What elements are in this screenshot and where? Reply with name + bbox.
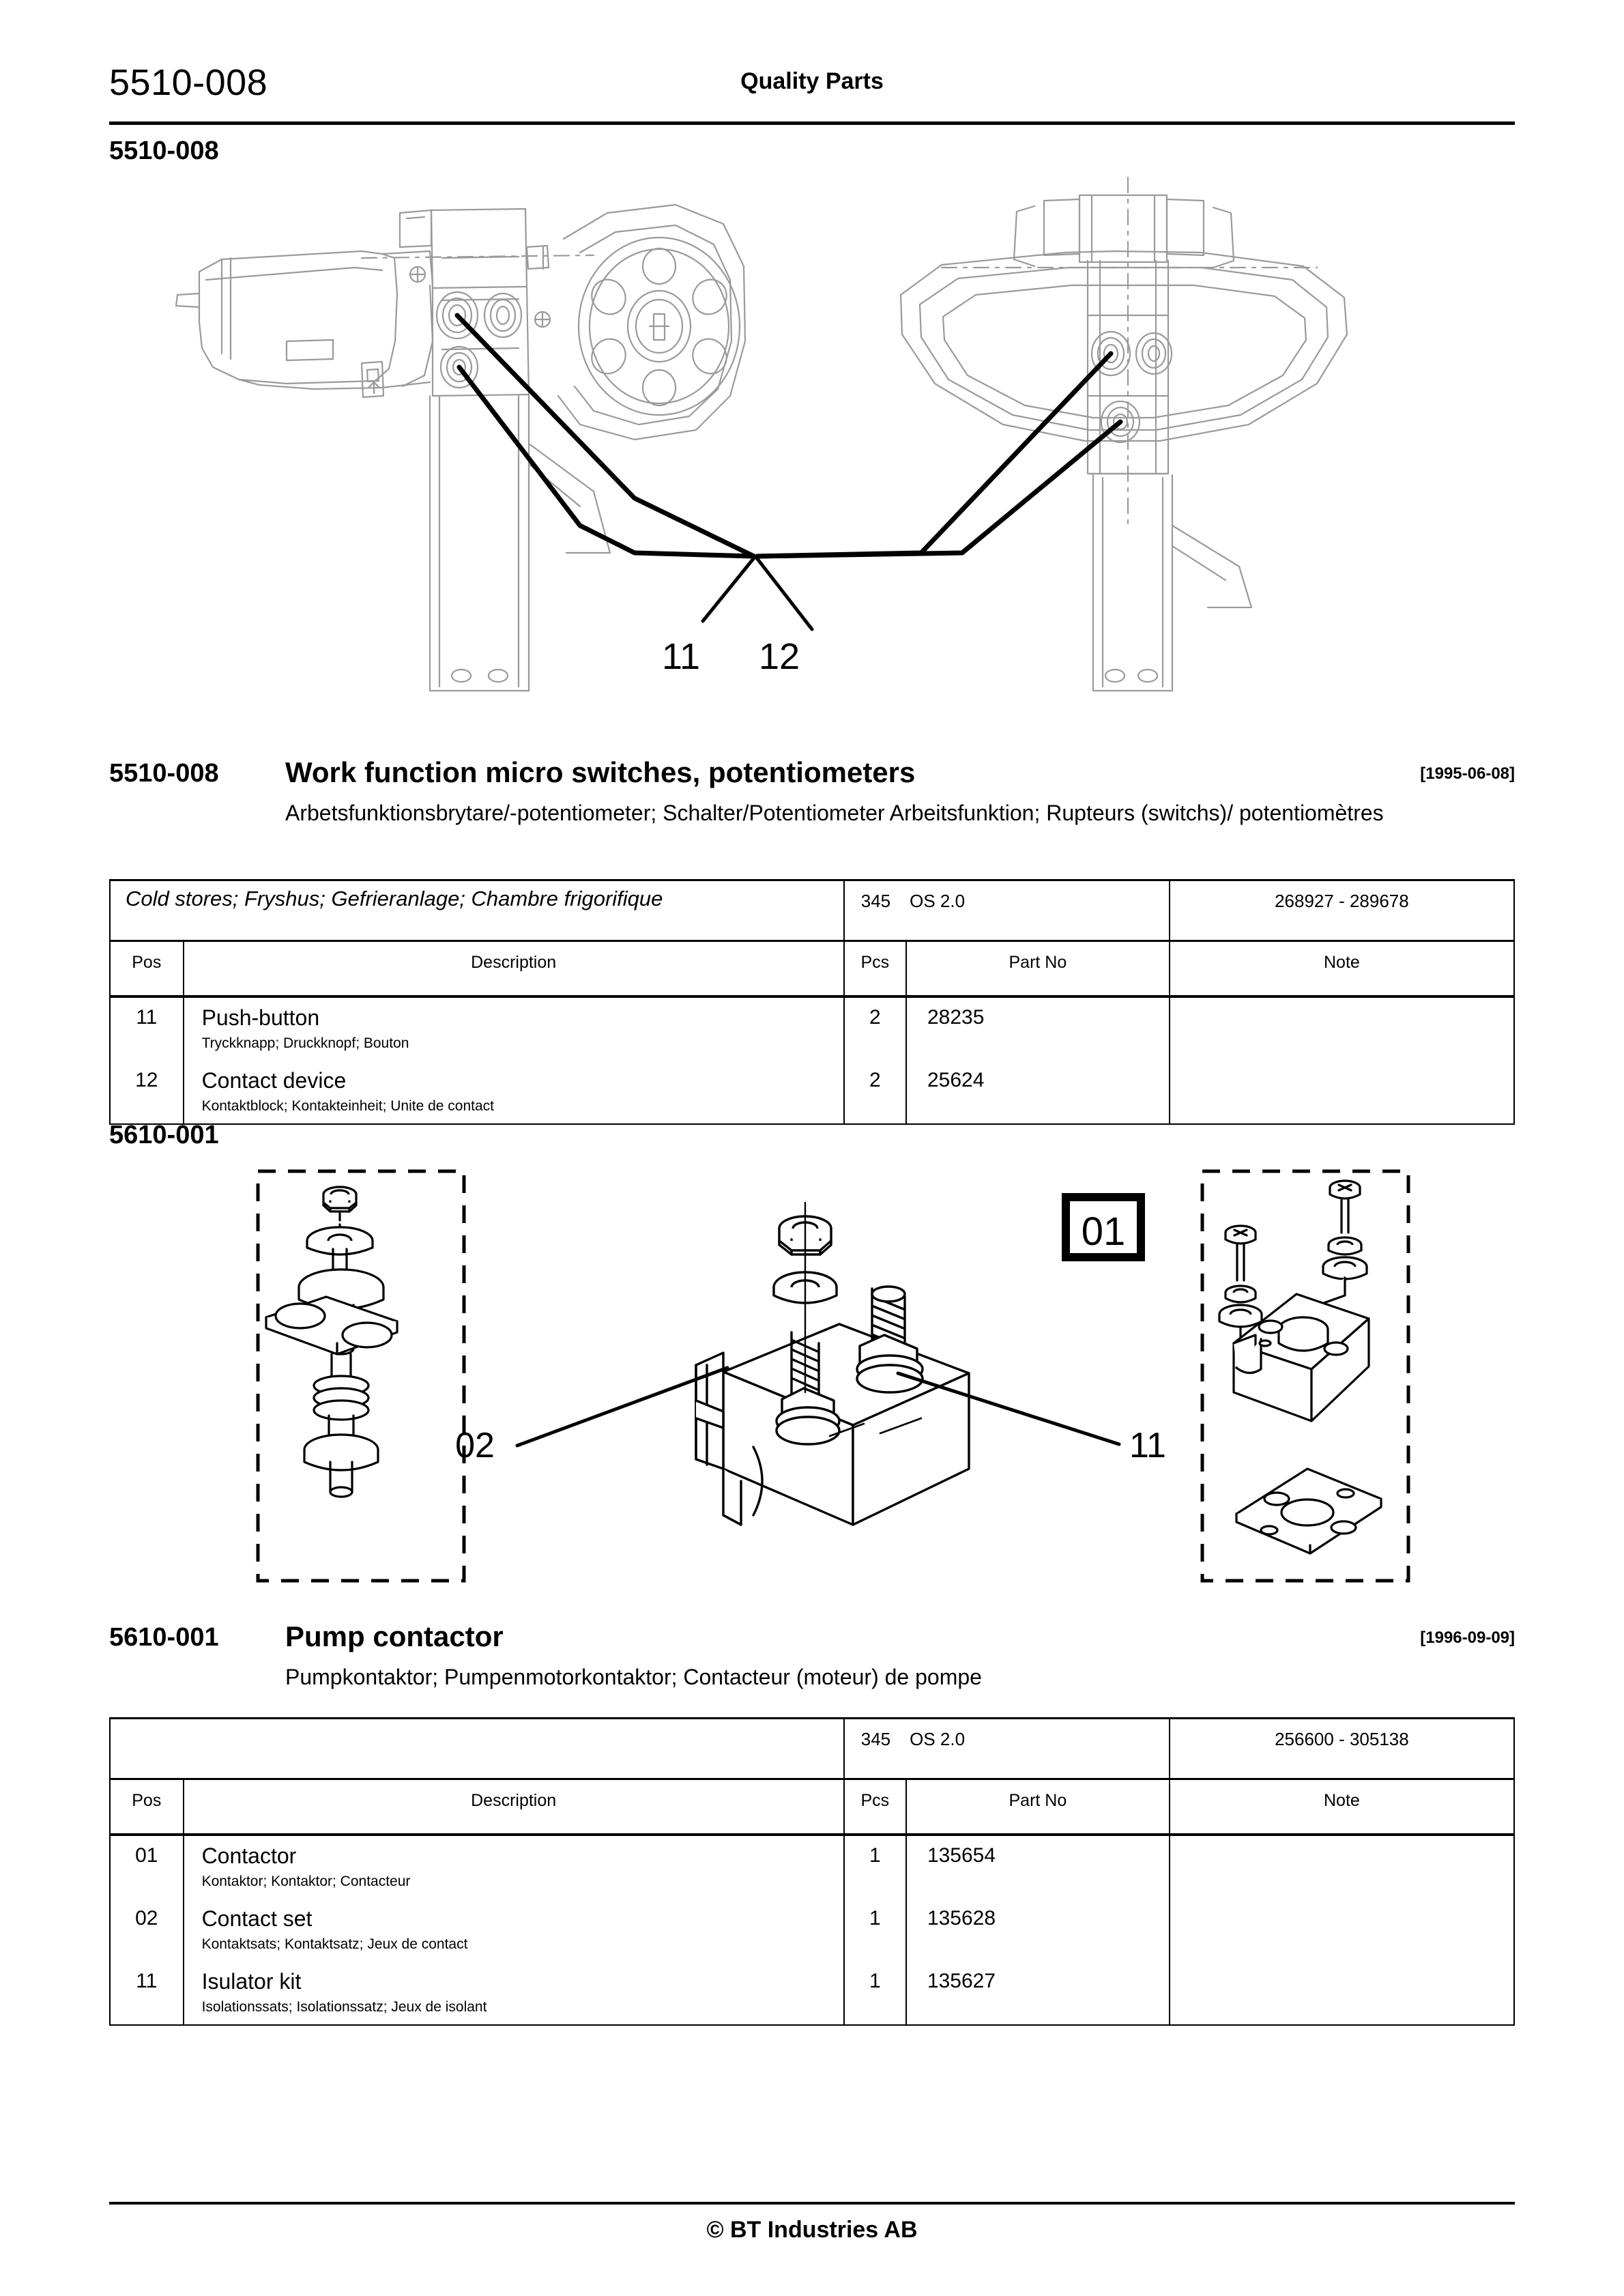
table2-model-applicability [109, 1717, 845, 1780]
header-document-title: Quality Parts [740, 68, 884, 94]
title-code-5510-008: 5510-008 [109, 759, 219, 788]
title-name-5610-001: Pump contactor [285, 1620, 504, 1652]
table2-col-partno: Part No [905, 1778, 1170, 1836]
table2-row0-description: Contactor Kontaktor; Kontaktor; Contacte… [182, 1835, 845, 1899]
figure2-callout-02: 02 [455, 1426, 495, 1465]
table1-os-version: OS 2.0 [910, 891, 966, 911]
table2-serial-range: 256600 - 305138 [1168, 1717, 1516, 1780]
title-block-5510-008: 5510-008 Work function micro switches, p… [109, 756, 1515, 825]
table1-col-description: Description [182, 940, 845, 998]
title-date-5610-001: [1996-09-09] [1420, 1628, 1515, 1647]
table2-col-note: Note [1168, 1778, 1516, 1836]
table2-row0-desc-sub: Kontaktor; Kontaktor; Contacteur [201, 1874, 411, 1889]
table1-model-applicability: Cold stores; Fryshus; Gefrieranlage; Cha… [109, 879, 845, 942]
figure-work-function-switches: 11 12 [157, 171, 1474, 723]
table1-os-number: 345 [860, 891, 891, 911]
table2-header-row: Pos Description Pcs Part No Note [109, 1778, 1516, 1836]
title-code-5610-001: 5610-001 [109, 1623, 219, 1652]
table-row: 11 Isulator kit Isolationssats; Isolatio… [109, 1962, 1516, 2026]
header-divider [109, 121, 1515, 125]
table1-col-pos: Pos [109, 940, 184, 998]
figure1-callout-11: 11 [662, 636, 700, 677]
section-id-5610-001: 5610-001 [109, 1121, 219, 1149]
table1-band-row: Cold stores; Fryshus; Gefrieranlage; Cha… [109, 879, 1516, 942]
table2-row2-desc-sub: Isolationssats; Isolationssatz; Jeux de … [201, 1999, 487, 2015]
title-name-5510-008: Work function micro switches, potentiome… [285, 756, 916, 788]
table2-col-pcs: Pcs [843, 1778, 907, 1836]
table1-row0-pcs: 2 [843, 996, 907, 1061]
table2-row2-pos: 11 [109, 1962, 184, 2026]
table1-os-cell: 345 OS 2.0 [843, 879, 1170, 942]
table2-row1-partno: 135628 [905, 1899, 1170, 1962]
table1-row0-partno: 28235 [905, 996, 1170, 1061]
table2-os-number: 345 [860, 1729, 891, 1749]
table2-row0-pcs: 1 [843, 1835, 907, 1899]
table2-row2-partno: 135627 [905, 1962, 1170, 2026]
table2-os-version: OS 2.0 [910, 1729, 966, 1749]
table2-row1-pos: 02 [109, 1899, 184, 1962]
table1-row1-note [1168, 1061, 1516, 1125]
header-document-code: 5510-008 [109, 62, 268, 103]
table1-row1-description: Contact device Kontaktblock; Kontakteinh… [182, 1061, 845, 1125]
footer-copyright: © BT Industries AB [706, 2217, 918, 2243]
figure-pump-contactor: 01 [246, 1160, 1419, 1597]
table2-row2-pcs: 1 [843, 1962, 907, 2026]
table1-row1-pos: 12 [109, 1061, 184, 1125]
table2-row2-desc-main: Isulator kit [201, 1969, 302, 1994]
figure2-callout-01-box: 01 [1062, 1193, 1145, 1261]
figure1-callout-12: 12 [759, 636, 800, 677]
table-row: 11 Push-button Tryckknapp; Druckknopf; B… [109, 996, 1516, 1061]
table1-col-partno: Part No [905, 940, 1170, 998]
table1-row1-partno: 25624 [905, 1061, 1170, 1125]
table1-row0-pos: 11 [109, 996, 184, 1061]
table1-row0-desc-main: Push-button [201, 1005, 320, 1030]
title-date-5510-008: [1995-06-08] [1420, 764, 1515, 783]
table1-serial-range: 268927 - 289678 [1168, 879, 1516, 942]
table1-col-pcs: Pcs [843, 940, 907, 998]
table-row: 02 Contact set Kontaktsats; Kontaktsatz;… [109, 1899, 1516, 1962]
table2-os-cell: 345 OS 2.0 [843, 1717, 1170, 1780]
table1-row1-pcs: 2 [843, 1061, 907, 1125]
table2-row2-description: Isulator kit Isolationssats; Isolationss… [182, 1962, 845, 2026]
table-row: 12 Contact device Kontaktblock; Kontakte… [109, 1061, 1516, 1125]
table1-row1-desc-sub: Kontaktblock; Kontakteinheit; Unite de c… [201, 1098, 494, 1114]
table2-row0-partno: 135654 [905, 1835, 1170, 1899]
title-subtitle-5610-001: Pumpkontaktor; Pumpenmotorkontaktor; Con… [285, 1665, 982, 1689]
dashed-box-contact-set [256, 1169, 466, 1583]
figure2-callout-11: 11 [1129, 1426, 1166, 1465]
table2-band-row: 345 OS 2.0 256600 - 305138 [109, 1717, 1516, 1780]
table1-col-note: Note [1168, 940, 1516, 998]
dashed-box-isolator-kit [1200, 1169, 1410, 1583]
table1-header-row: Pos Description Pcs Part No Note [109, 940, 1516, 998]
table1-row0-desc-sub: Tryckknapp; Druckknopf; Bouton [201, 1035, 409, 1051]
table1-row0-description: Push-button Tryckknapp; Druckknopf; Bout… [182, 996, 845, 1061]
table2-row0-desc-main: Contactor [201, 1843, 297, 1868]
table2-row0-pos: 01 [109, 1835, 184, 1899]
table2-row1-pcs: 1 [843, 1899, 907, 1962]
table1-row0-note [1168, 996, 1516, 1061]
table1-row1-desc-main: Contact device [201, 1068, 347, 1093]
section-id-5510-008: 5510-008 [109, 137, 219, 165]
table2-row1-desc-main: Contact set [201, 1906, 313, 1931]
footer-divider [109, 2202, 1515, 2205]
table2-row2-note [1168, 1962, 1516, 2026]
parts-table-5610-001: 345 OS 2.0 256600 - 305138 Pos Descriptio… [109, 1717, 1516, 2026]
table2-row0-note [1168, 1835, 1516, 1899]
table2-row1-desc-sub: Kontaktsats; Kontaktsatz; Jeux de contac… [201, 1936, 468, 1952]
table-row: 01 Contactor Kontaktor; Kontaktor; Conta… [109, 1835, 1516, 1899]
parts-table-5510-008: Cold stores; Fryshus; Gefrieranlage; Cha… [109, 879, 1516, 1125]
title-block-5610-001: 5610-001 Pump contactor [1996-09-09] Pum… [109, 1620, 1515, 1689]
page-header: 5510-008 Quality Parts [109, 61, 1515, 123]
title-subtitle-5510-008: Arbetsfunktionsbrytare/-potentiometer; S… [285, 801, 1384, 825]
figure2-callout-01: 01 [1082, 1209, 1126, 1254]
table2-col-description: Description [182, 1778, 845, 1836]
table2-row1-note [1168, 1899, 1516, 1962]
table2-col-pos: Pos [109, 1778, 184, 1836]
table2-row1-description: Contact set Kontaktsats; Kontaktsatz; Je… [182, 1899, 845, 1962]
